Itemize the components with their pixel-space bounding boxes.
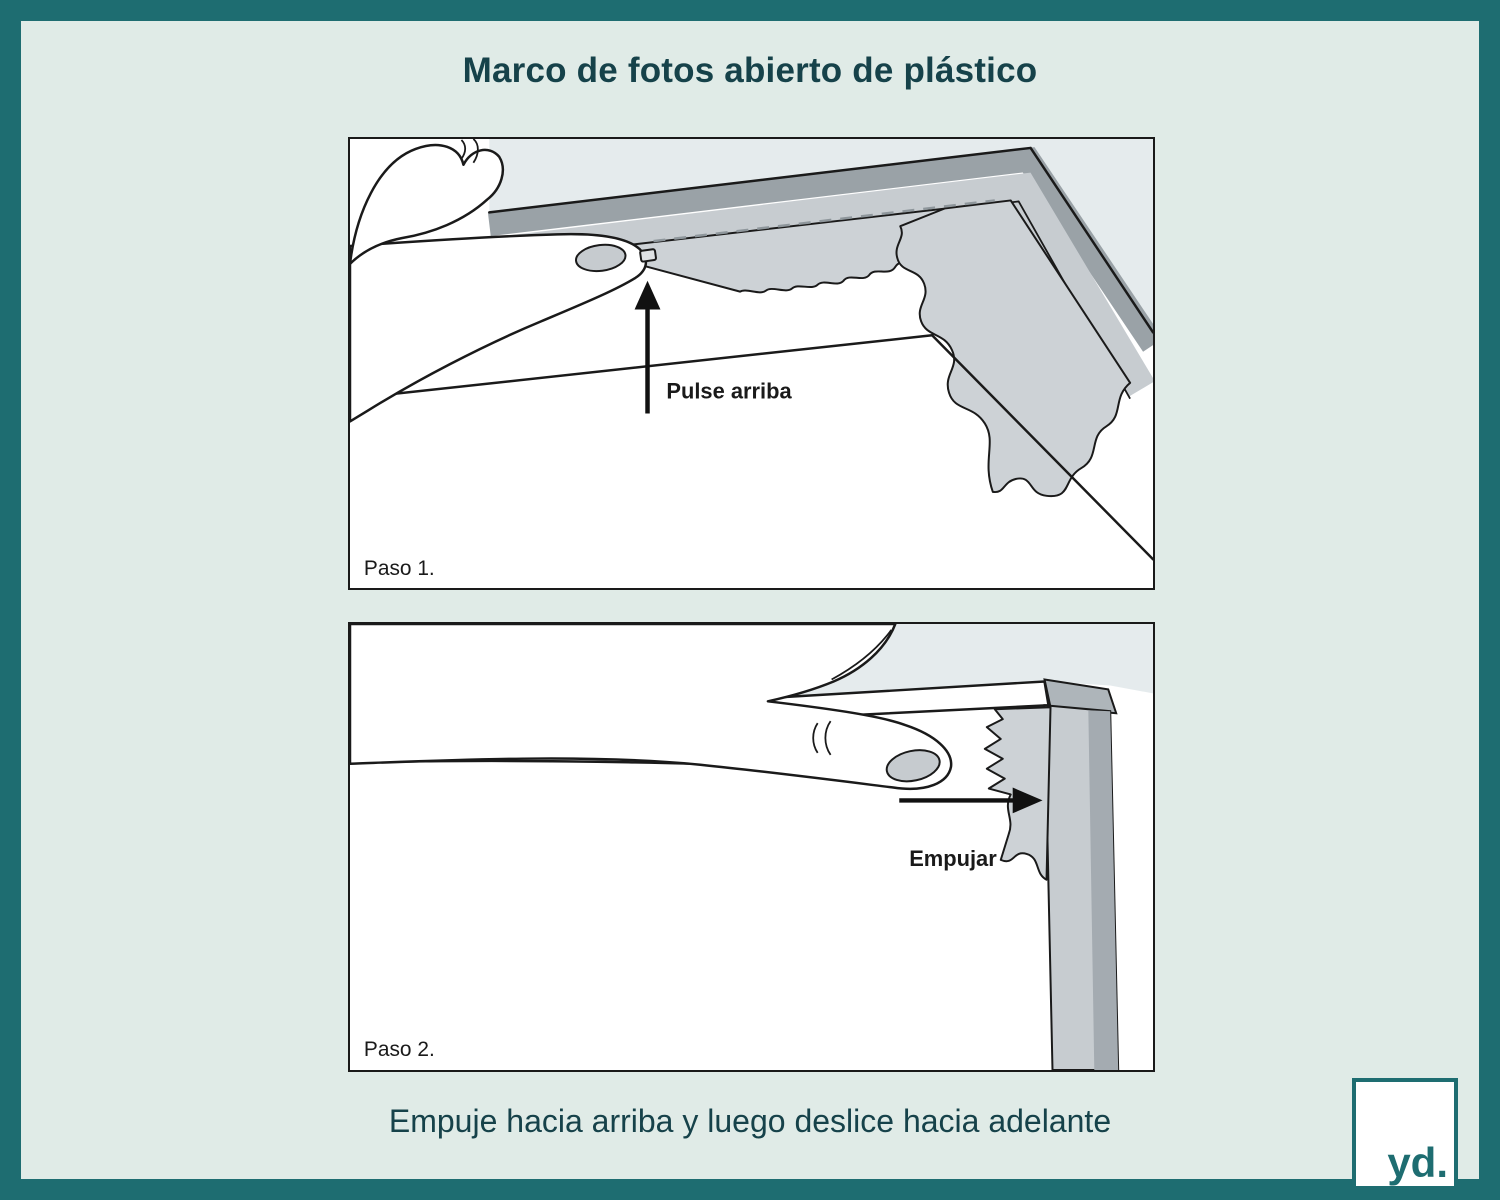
motion-mark-icon (472, 139, 479, 164)
frame-rail-top-face (487, 147, 1153, 352)
frame-rail-outer-edge (488, 146, 1153, 334)
page-title: Marco de fotos abierto de plástico (462, 51, 1038, 90)
brand-logo: yd. (1352, 1078, 1458, 1190)
right-arrow-icon (899, 787, 1043, 814)
hand-illustration (350, 139, 648, 423)
bottom-caption: Empuje hacia arriba y luego deslice haci… (388, 1103, 1112, 1139)
frame-rail-inner-face (493, 172, 1153, 397)
motion-mark-icon (824, 720, 832, 756)
frame-front-edge (350, 334, 1153, 561)
frame-rail (613, 678, 1120, 1070)
frame-vertical-rail-shade (1088, 710, 1119, 1070)
step-2-illustration: Empujar Paso 2. (350, 624, 1153, 1070)
backing-board-corner (895, 199, 1132, 498)
background-region (489, 139, 1153, 336)
thumb (350, 232, 648, 423)
frame-corner-top (1043, 678, 1118, 715)
curled-fingers (350, 143, 504, 266)
step-1-annotation: Pulse arriba (666, 379, 792, 404)
sheet-background: Marco de fotos abierto de plástico (21, 21, 1479, 1190)
motion-mark-icon (460, 139, 467, 160)
fingernail (885, 749, 941, 783)
step-2-annotation: Empujar (909, 846, 997, 871)
step-2-panel: Empujar Paso 2. (348, 622, 1155, 1072)
motion-mark-icon (812, 722, 819, 754)
step-1-illustration: Pulse arriba Paso 1. (350, 139, 1153, 580)
brand-logo-text: yd. (1387, 1139, 1448, 1186)
up-arrow-icon (634, 280, 661, 414)
dashed-seam-line (653, 199, 995, 243)
step-1-panel: Pulse arriba Paso 1. (348, 137, 1155, 590)
finger-crease (831, 629, 893, 681)
step-2-label: Paso 2. (364, 1038, 435, 1061)
frame-clip (639, 248, 657, 263)
step-1-label: Paso 1. (364, 557, 435, 580)
pointing-finger (350, 624, 953, 790)
thumbnail (575, 243, 627, 273)
hand-illustration (350, 624, 953, 790)
